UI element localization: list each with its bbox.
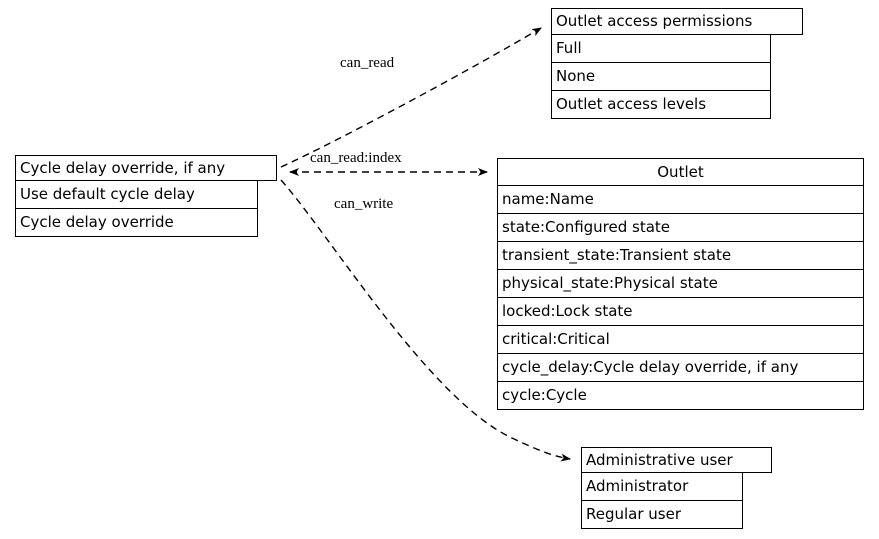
entity-row-label: Administrator — [586, 477, 689, 495]
entity-row: transient_state:Transient state — [497, 242, 864, 270]
edge-can-read — [280, 27, 542, 168]
entity-row-label: critical:Critical — [502, 330, 610, 348]
entity-cycle-delay-override: Cycle delay override, if any Use default… — [15, 155, 277, 237]
entity-header-label: Administrative user — [586, 450, 733, 469]
entity-row-label: name:Name — [502, 190, 594, 208]
entity-outlet: Outlet name:Name state:Configured state … — [497, 158, 864, 410]
entity-row: cycle_delay:Cycle delay override, if any — [497, 354, 864, 382]
entity-administrative-user: Administrative user Administrator Regula… — [581, 447, 772, 529]
entity-header-label: Cycle delay override, if any — [20, 158, 226, 177]
entity-row-label: Outlet access levels — [556, 95, 707, 113]
entity-row: Regular user — [581, 501, 743, 529]
entity-row-label: Cycle delay override — [20, 213, 174, 231]
edge-label-can-read-index: can_read:index — [310, 150, 402, 166]
entity-row-label: cycle_delay:Cycle delay override, if any — [502, 358, 799, 376]
edge-label-can-write: can_write — [334, 196, 394, 212]
entity-row: name:Name — [497, 186, 864, 214]
entity-row-label: physical_state:Physical state — [502, 274, 718, 292]
entity-row-label: transient_state:Transient state — [502, 246, 732, 264]
entity-row-label: Full — [556, 39, 582, 57]
entity-row: locked:Lock state — [497, 298, 864, 326]
entity-row-label: locked:Lock state — [502, 302, 633, 320]
entity-row: physical_state:Physical state — [497, 270, 864, 298]
entity-row-label: Use default cycle delay — [20, 185, 195, 203]
entity-row-label: Regular user — [586, 505, 682, 523]
edge-label-can-read: can_read — [340, 55, 395, 71]
entity-header-label: Outlet — [657, 162, 704, 181]
entity-header: Outlet — [497, 158, 864, 186]
entity-header: Outlet access permissions — [551, 8, 803, 35]
entity-row: Use default cycle delay — [15, 181, 258, 209]
entity-row-label: cycle:Cycle — [502, 386, 587, 404]
entity-row: critical:Critical — [497, 326, 864, 354]
entity-header-label: Outlet access permissions — [556, 12, 753, 30]
entity-row: Full — [551, 35, 771, 63]
entity-outlet-access-permissions: Outlet access permissions Full None Outl… — [551, 8, 803, 119]
entity-header: Administrative user — [581, 447, 772, 473]
entity-row: Outlet access levels — [551, 91, 771, 119]
entity-header: Cycle delay override, if any — [15, 155, 277, 181]
entity-row: Cycle delay override — [15, 209, 258, 237]
entity-row-label: None — [556, 67, 596, 85]
entity-row: cycle:Cycle — [497, 382, 864, 410]
entity-row: Administrator — [581, 473, 743, 501]
entity-row: state:Configured state — [497, 214, 864, 242]
entity-row: None — [551, 63, 771, 91]
entity-row-label: state:Configured state — [502, 218, 671, 236]
